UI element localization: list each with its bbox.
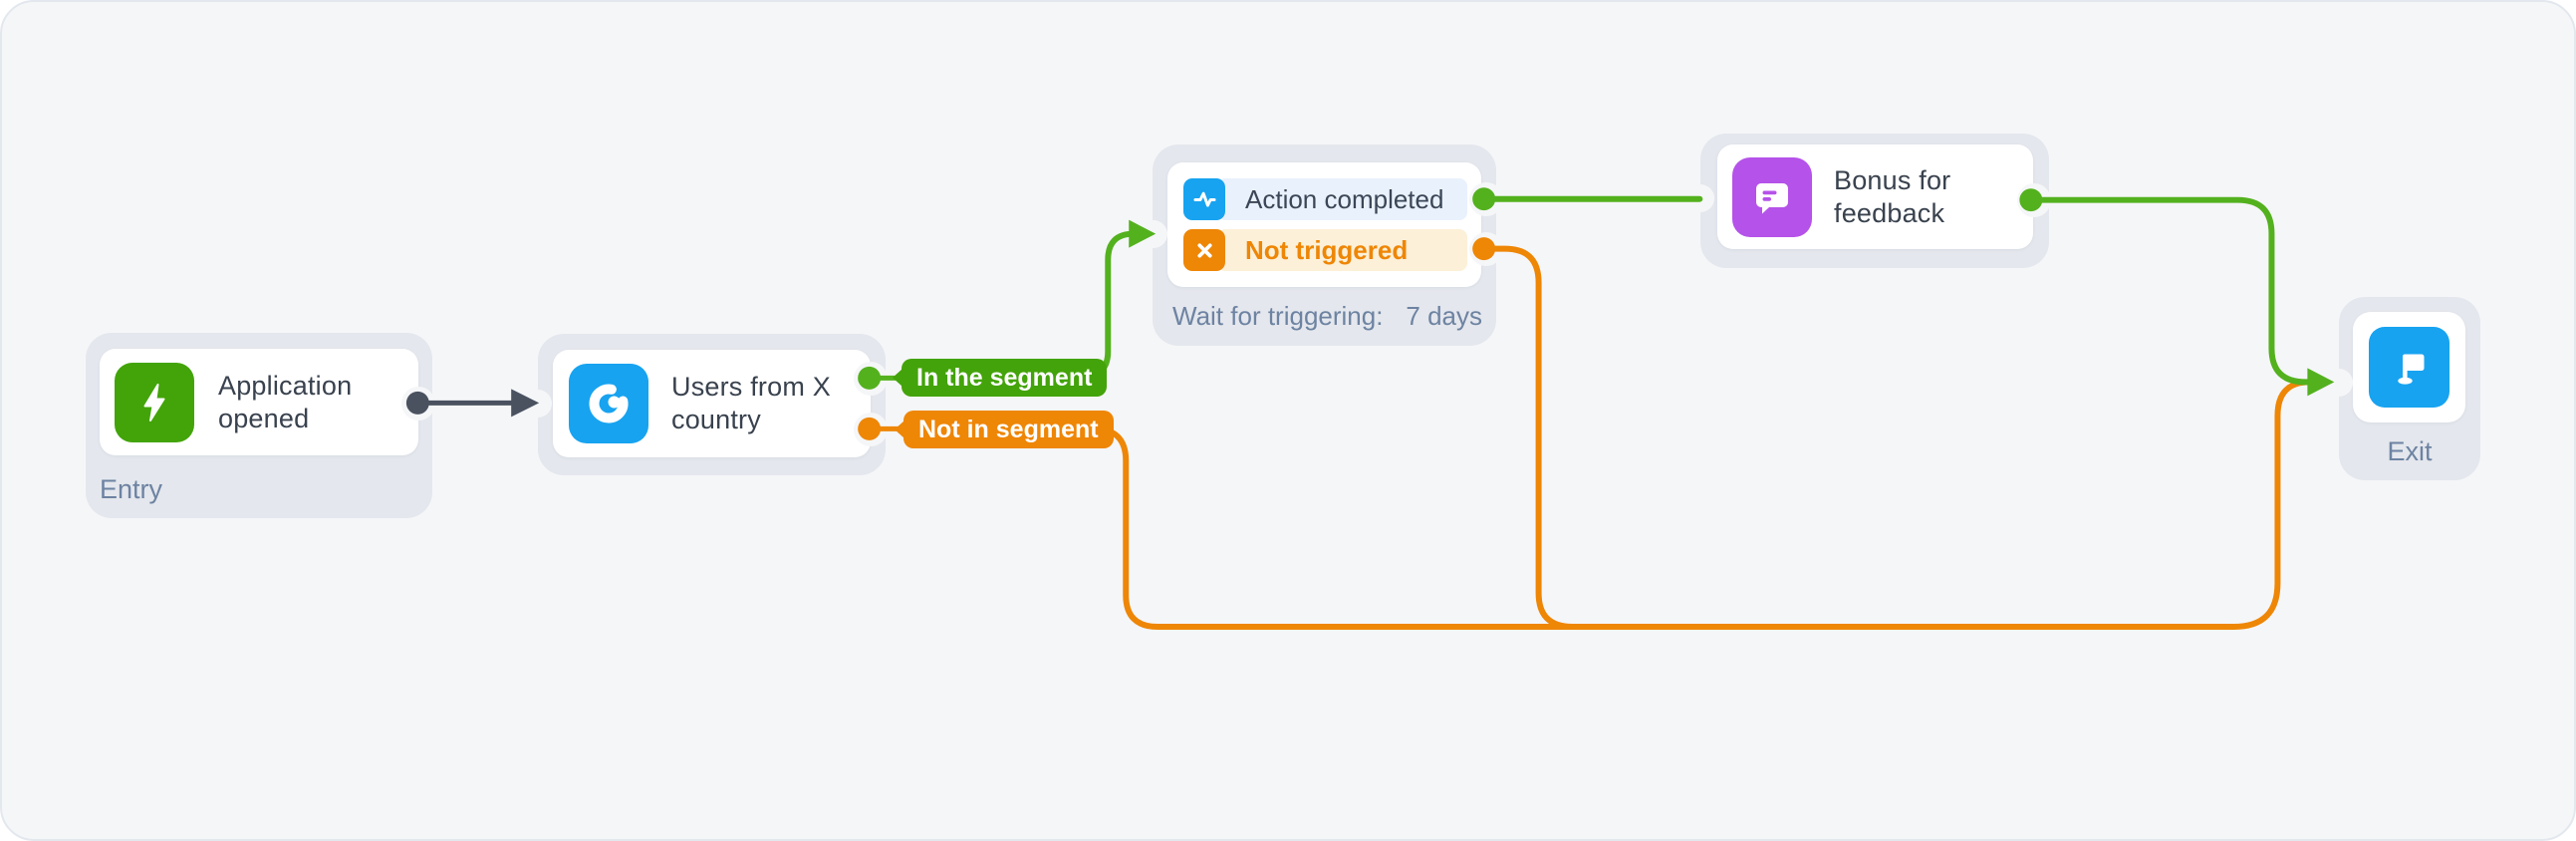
wait-value[interactable]: 7 days bbox=[1406, 301, 1482, 331]
node-bonus-title: Bonus for feedback bbox=[1834, 164, 1951, 228]
node-entry-type-label: Entry bbox=[100, 474, 163, 504]
input-notch bbox=[2325, 369, 2353, 397]
input-notch bbox=[524, 390, 552, 418]
node-exit[interactable]: Exit bbox=[2339, 297, 2480, 480]
node-entry-card[interactable]: Application opened bbox=[100, 349, 418, 455]
segment-icon bbox=[569, 364, 648, 443]
node-bonus-card[interactable]: Bonus for feedback bbox=[1717, 144, 2033, 249]
trigger-event-label: Action completed bbox=[1217, 178, 1467, 220]
node-segment-title: Users from X country bbox=[671, 372, 831, 434]
port-notch bbox=[1469, 182, 1503, 216]
port-notch bbox=[854, 362, 888, 396]
input-notch bbox=[1140, 220, 1167, 248]
trigger-row-event[interactable]: Action completed bbox=[1183, 178, 1467, 220]
node-exit-card[interactable] bbox=[2353, 312, 2465, 422]
trigger-row-fallback[interactable]: Not triggered bbox=[1183, 229, 1467, 271]
connection-not-triggered-to-exit[interactable] bbox=[1480, 245, 1597, 631]
input-notch bbox=[1686, 184, 1714, 212]
connection-bonus-to-exit[interactable] bbox=[2027, 196, 2312, 386]
port-notch bbox=[1469, 232, 1503, 266]
node-entry-title: Application opened bbox=[218, 370, 353, 433]
port-notch bbox=[401, 387, 435, 420]
node-bonus[interactable]: Bonus for feedback bbox=[1700, 134, 2049, 268]
node-segment[interactable]: Users from X country bbox=[538, 334, 886, 475]
message-icon bbox=[1732, 156, 1812, 237]
connection-in-segment-to-trigger[interactable] bbox=[1075, 230, 1139, 381]
node-entry[interactable]: Application opened Entry bbox=[86, 333, 432, 518]
port-notch bbox=[2017, 183, 2051, 217]
node-trigger-card[interactable]: Action completed Not triggered bbox=[1167, 162, 1481, 287]
node-segment-card[interactable]: Users from X country bbox=[553, 350, 871, 457]
branch-badge-not-in-segment[interactable]: Not in segment bbox=[895, 411, 1114, 448]
wait-label: Wait for triggering: bbox=[1172, 301, 1384, 331]
activity-icon bbox=[1183, 178, 1225, 220]
lightning-icon bbox=[115, 362, 194, 442]
port-notch bbox=[854, 413, 888, 446]
x-icon bbox=[1183, 229, 1225, 271]
node-exit-type-label: Exit bbox=[2387, 436, 2433, 466]
trigger-fallback-label: Not triggered bbox=[1217, 229, 1467, 271]
branch-badge-in-segment[interactable]: In the segment bbox=[892, 359, 1108, 397]
connection-not-in-segment-to-exit[interactable] bbox=[1080, 379, 2320, 631]
flag-icon bbox=[2369, 327, 2449, 408]
node-trigger[interactable]: Action completed Not triggered Wait for … bbox=[1153, 144, 1496, 346]
